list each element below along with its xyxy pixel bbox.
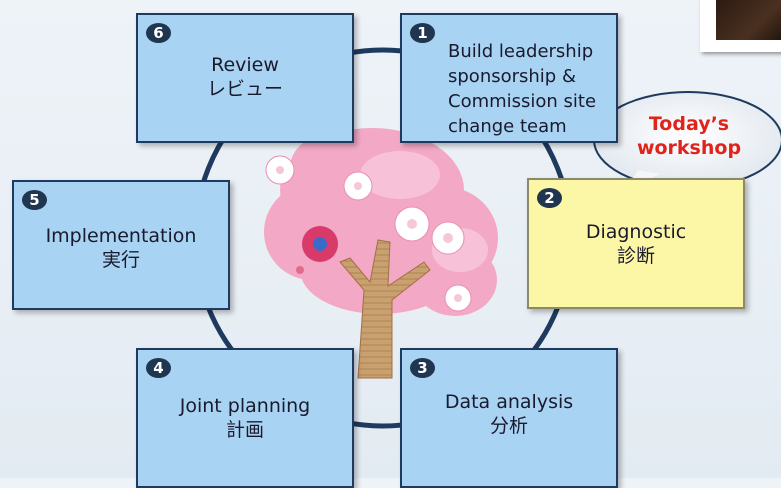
cycle-diagram-graphics [192, 47, 781, 429]
step-label: Implementation 実行 [45, 225, 197, 271]
step-number-badge: 1 [410, 23, 435, 43]
step-number-badge: 3 [410, 358, 435, 378]
step-label: Joint planning 計画 [179, 395, 311, 441]
step-4-box: 4 Joint planning 計画 [136, 348, 354, 488]
step-label: Data analysis 分析 [444, 391, 574, 437]
step-label: Diagnostic 診断 [585, 221, 687, 267]
presenter-photo [700, 0, 781, 52]
step-3-box: 3 Data analysis 分析 [400, 348, 618, 488]
step-number-badge: 4 [146, 358, 171, 378]
step-1-box: 1 Build leadership sponsorship & Commiss… [400, 13, 618, 143]
step-6-box: 6 Review レビュー [136, 13, 354, 143]
step-2-box: 2 Diagnostic 診断 [527, 178, 745, 309]
step-label: Build leadership sponsorship & Commissio… [448, 41, 597, 137]
step-number-badge: 6 [146, 23, 171, 43]
cherry-blossom-tree-icon [264, 128, 498, 379]
step-number-badge: 5 [22, 190, 47, 210]
step-label: Review レビュー [206, 54, 283, 100]
step-5-box: 5 Implementation 実行 [12, 180, 230, 310]
step-number-badge: 2 [537, 188, 562, 208]
todays-workshop-callout: Today’s workshop [636, 113, 742, 159]
